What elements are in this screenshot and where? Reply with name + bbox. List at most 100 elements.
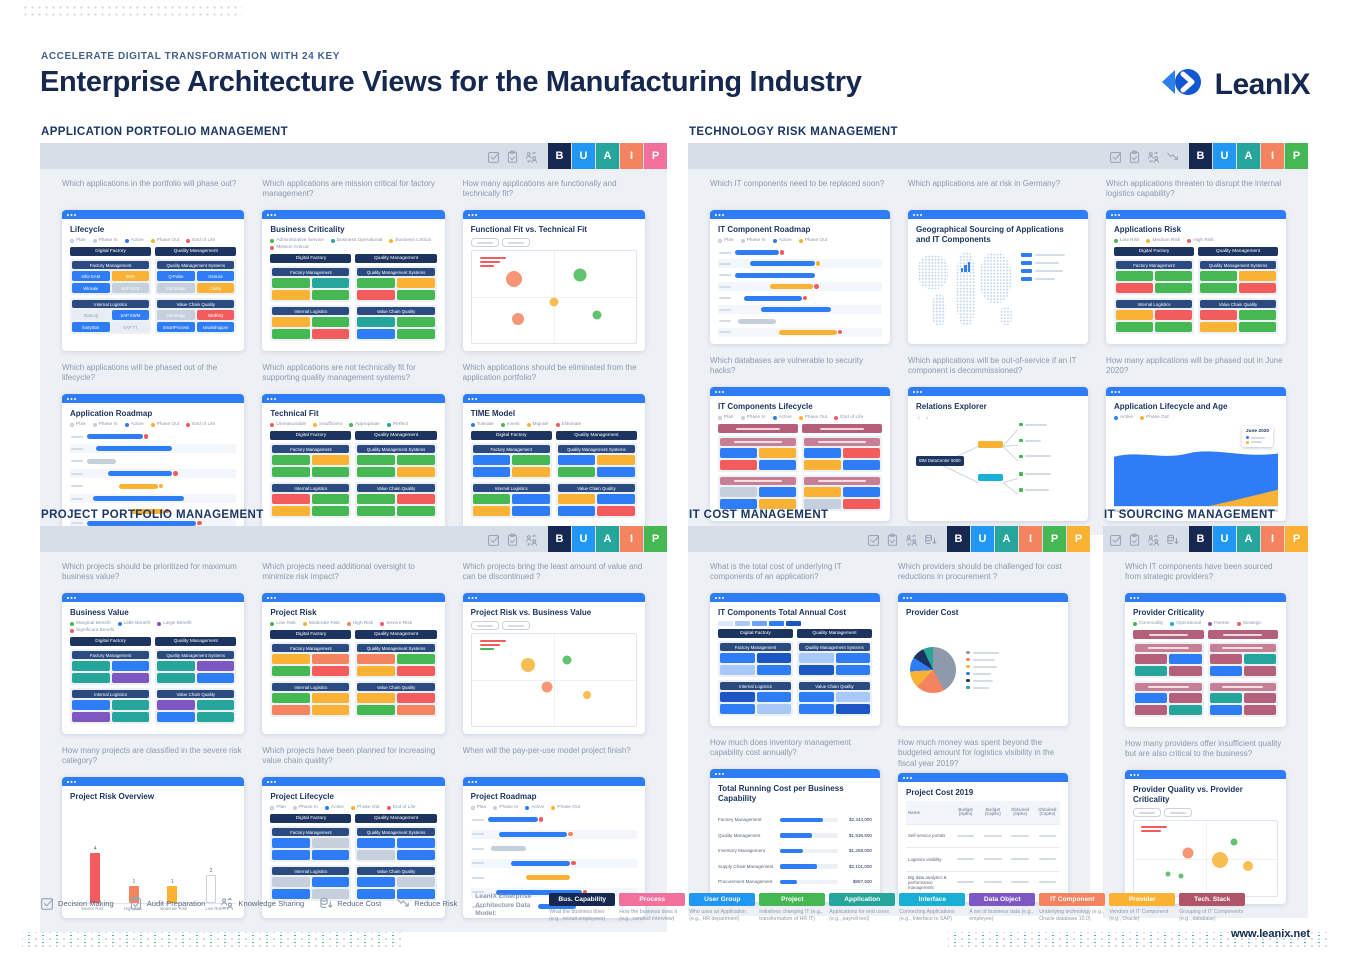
section-title: IT COST MANAGEMENT xyxy=(689,509,829,521)
model-chip-label: Interface xyxy=(899,893,966,906)
app-tile xyxy=(311,705,350,715)
view-question: How many applications will be phased out… xyxy=(1106,356,1283,376)
legend-item: Phase Out xyxy=(150,422,179,427)
legend-item: Plan xyxy=(270,805,286,810)
benefit-label: Knowledge Sharing xyxy=(238,898,305,908)
legend-item: Large Benefit xyxy=(157,621,192,626)
decor-dots-bottom-right xyxy=(948,932,1328,949)
app-tile xyxy=(804,460,841,470)
app-tile xyxy=(397,850,435,860)
cost-bar xyxy=(780,864,818,869)
app-tile xyxy=(111,673,150,683)
tooltip-date: June 2020 xyxy=(1245,429,1270,435)
card-titlebar xyxy=(710,210,890,219)
gantt-bar xyxy=(107,471,173,477)
data-model-chips: Bus. Capability What the business does (… xyxy=(549,893,1310,923)
view-cell: Which IT components have been sourced fr… xyxy=(1125,560,1286,727)
bubble xyxy=(592,310,602,320)
card-titlebar xyxy=(908,210,1088,219)
capability-subheader: Factory Management xyxy=(272,445,350,453)
capability-header: Digital Factory xyxy=(270,431,352,440)
section-title: TECHNOLOGY RISK MANAGEMENT xyxy=(689,126,898,138)
window-dots-icon xyxy=(1130,773,1132,776)
cost-bar xyxy=(780,833,813,838)
card-content xyxy=(470,814,637,911)
project-name: Big data analytics & performance managem… xyxy=(908,875,947,891)
app-tile xyxy=(72,661,110,671)
app-tile xyxy=(759,448,796,458)
view-cell: How many applications will be phased out… xyxy=(1106,354,1286,521)
legend-item: End of Life xyxy=(834,415,863,420)
model-chip-desc: Who uses an Application (e.g., HR depart… xyxy=(689,909,747,922)
app-tile xyxy=(1116,322,1153,332)
window-dots-icon xyxy=(267,596,270,599)
app-tile xyxy=(357,889,396,899)
app-tile xyxy=(272,654,310,664)
app-tile xyxy=(843,460,880,470)
view-cell: How much does inventory management capab… xyxy=(710,736,880,902)
card-titlebar xyxy=(1125,593,1286,602)
pagination-arrows-icon[interactable]: ‹ › xyxy=(917,415,931,422)
legend-item: Business Critical xyxy=(389,238,431,243)
app-tile xyxy=(1243,705,1276,715)
legend-item: Phase In xyxy=(740,415,766,420)
app-tile xyxy=(397,455,435,465)
relations-graph: ‹ › IBM DataCenter 5000 xyxy=(916,415,1080,514)
fact-sheet-tile-A: A xyxy=(1237,526,1260,552)
app-tile xyxy=(196,661,235,671)
capability-subheader xyxy=(804,438,880,446)
app-tile xyxy=(311,290,350,300)
app-tile xyxy=(311,329,350,339)
legend-item: Low Risk xyxy=(1114,238,1139,243)
milestone-badge xyxy=(537,816,545,823)
capability-subheader: Factory Management xyxy=(72,651,150,659)
gantt-bar xyxy=(778,329,837,335)
decision-icon xyxy=(40,896,54,910)
filter-chips xyxy=(470,238,637,247)
app-tile xyxy=(397,693,435,703)
app-tile xyxy=(397,278,435,288)
card-content: June 2020 Jan 2017 Jun 2026 xyxy=(1114,424,1278,514)
fact-sheet-tile-I: I xyxy=(1261,143,1284,169)
capability-subheader: Quality Management Systems xyxy=(357,644,435,652)
card-titlebar xyxy=(62,593,245,602)
view-card: Business Criticality Administrative Serv… xyxy=(262,210,445,351)
app-tile xyxy=(272,455,310,465)
app-tile xyxy=(804,499,841,509)
view-cell: Which providers should be challenged for… xyxy=(898,560,1068,726)
card-titlebar xyxy=(1106,210,1286,219)
pie-legend-item xyxy=(966,664,999,669)
data-model-label: LeanIX Enterprise Architecture Data Mode… xyxy=(475,893,532,918)
cost-icon xyxy=(319,896,333,910)
knowledge-icon xyxy=(525,533,538,546)
view-question: What is the total cost of underlying IT … xyxy=(710,562,842,582)
app-tile xyxy=(357,317,396,327)
card-title: IT Components Total Annual Cost xyxy=(718,608,846,617)
milestone-badge xyxy=(813,283,820,290)
app-tile xyxy=(597,455,635,465)
view-cell: Which applications threaten to disrupt t… xyxy=(1106,177,1286,344)
capability-subheader: Quality Management Systems xyxy=(799,643,870,651)
decision-icon xyxy=(487,150,500,163)
app-tile xyxy=(397,290,435,300)
view-cell: How many projects are classified in the … xyxy=(62,744,245,918)
card-content xyxy=(1133,808,1278,897)
legend-item: Active xyxy=(1114,415,1133,420)
app-tile xyxy=(1209,705,1242,715)
view-cell: Which applications are not technically f… xyxy=(262,361,445,535)
website-link[interactable]: www.leanix.net xyxy=(1230,928,1310,940)
view-card: IT Components Total Annual Cost Digital … xyxy=(710,593,880,726)
gantt-bar xyxy=(737,318,776,324)
decision-icon xyxy=(1109,150,1122,163)
bar xyxy=(167,886,178,903)
